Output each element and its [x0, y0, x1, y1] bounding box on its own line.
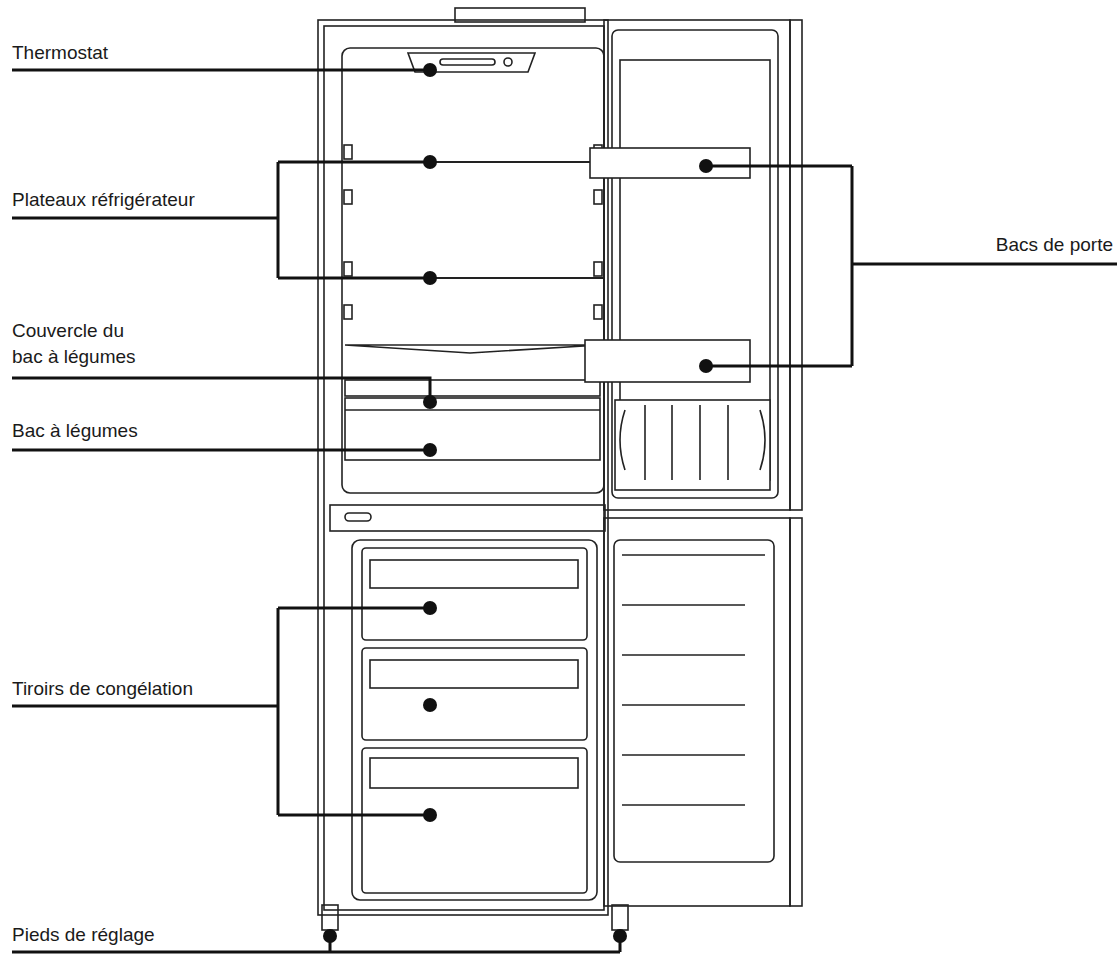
leader-dot: [423, 395, 437, 409]
drawer-handle: [370, 560, 578, 588]
crisper-lid-front: [345, 380, 600, 396]
freezer-compartment: [352, 540, 597, 900]
leader-dot: [423, 601, 437, 615]
leader-dot: [323, 929, 337, 943]
door-bin: [585, 340, 750, 382]
freezer-drawer: [362, 748, 587, 893]
fridge-body: [318, 8, 802, 930]
adjustable-foot: [612, 905, 628, 930]
part-label: Thermostat: [12, 40, 312, 66]
shelf-support: [344, 262, 352, 276]
crisper-rim: [345, 409, 600, 411]
cabinet-inner-edge: [324, 26, 604, 910]
part-label: Pieds de réglage: [12, 922, 312, 948]
thermostat-light: [440, 59, 495, 65]
door-liner: [612, 30, 778, 498]
leader-dot: [699, 159, 713, 173]
shelf-support: [344, 305, 352, 319]
leader-dot: [423, 443, 437, 457]
bottle-dividers: [620, 405, 765, 480]
part-label: Couvercle du bac à légumes: [12, 318, 146, 370]
adjustable-foot: [322, 905, 338, 930]
leader-dot: [613, 929, 627, 943]
crisper-lid-glass: [345, 345, 600, 353]
leader-dot: [699, 359, 713, 373]
freezer-drawer: [362, 648, 587, 740]
thermostat-knob: [504, 58, 512, 66]
leader-dot: [423, 698, 437, 712]
door-edge: [790, 518, 802, 906]
leader-line: [12, 378, 430, 402]
bottle-bin: [615, 400, 770, 490]
divider-band: [330, 505, 605, 531]
leader-dot: [423, 271, 437, 285]
drawer-handle: [370, 660, 578, 688]
freezer-door: [604, 518, 790, 906]
drawer-handle: [370, 758, 578, 788]
shelf-support: [594, 262, 602, 276]
leader-bracket: [12, 162, 430, 278]
shelf-support: [594, 305, 602, 319]
freezer-door-shelves: [622, 555, 765, 805]
part-label: Bacs de porte: [863, 232, 1113, 258]
part-label: Plateaux réfrigérateur: [12, 187, 312, 213]
part-label: Tiroirs de congélation: [12, 676, 312, 702]
shelf-support: [344, 145, 352, 159]
leader-lines: [12, 70, 1117, 952]
leader-bracket: [12, 608, 430, 815]
shelf-support: [344, 190, 352, 204]
leader-dot: [423, 155, 437, 169]
divider-light: [345, 513, 371, 521]
freezer-door-liner: [614, 540, 774, 862]
fridge-door: [604, 20, 790, 510]
part-label: Bac à légumes: [12, 418, 312, 444]
cabinet-outline: [318, 20, 608, 915]
leader-dots: [323, 63, 713, 943]
leader-dot: [423, 808, 437, 822]
freezer-drawer: [362, 548, 587, 640]
shelf-support: [594, 190, 602, 204]
leader-line: [12, 449, 430, 452]
leader-dot: [423, 63, 437, 77]
door-edge: [790, 20, 802, 510]
leader-bracket: [706, 166, 1117, 366]
fridge-compartment: [342, 48, 604, 493]
leader-line: [12, 69, 430, 72]
door-bin: [590, 148, 750, 178]
